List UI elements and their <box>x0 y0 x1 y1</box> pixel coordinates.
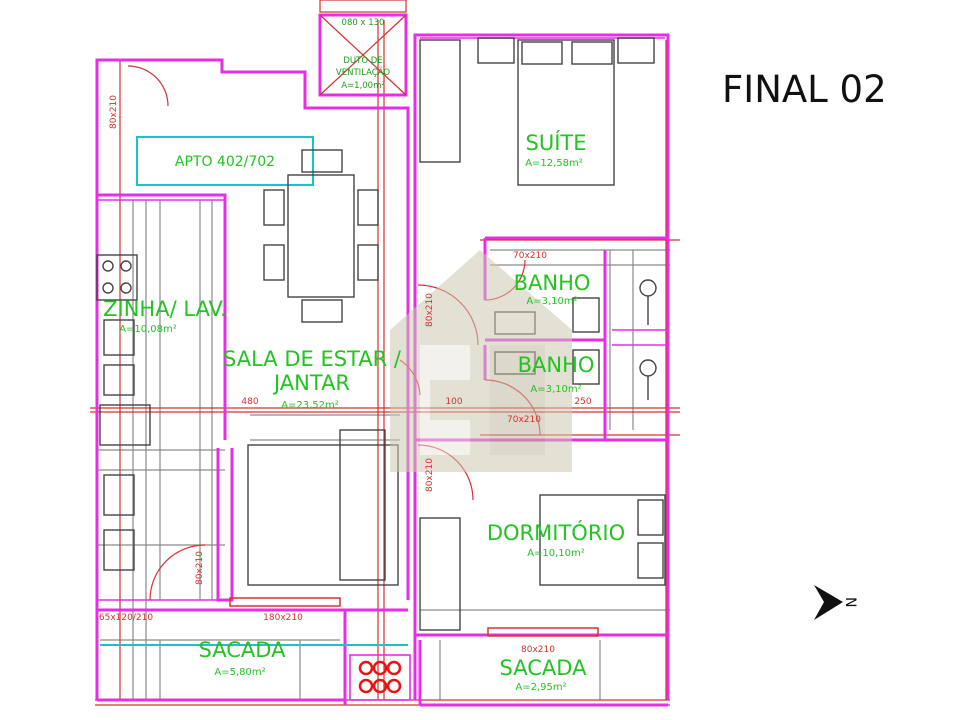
sala-name-line1: SALA DE ESTAR / <box>223 347 402 371</box>
sacada2-name: SACADA <box>500 656 588 680</box>
hall-dim-a: 480 <box>241 397 258 407</box>
suite-bed <box>517 39 615 186</box>
door-suite-bath-dim: 70x210 <box>513 251 547 261</box>
duct-line2: VENTILAÇÃO <box>336 67 390 78</box>
room-labels: SUÍTE A=12,58m² BANHO A=3,10m² BANHO A=3… <box>103 130 625 693</box>
sala-name-line2: JANTAR <box>272 371 350 395</box>
dining-table <box>287 174 355 298</box>
duct-area: A=1,00m² <box>341 81 385 91</box>
banho2-name: BANHO <box>518 353 595 377</box>
dormitorio-area: A=10,10m² <box>527 548 585 559</box>
planter-circles <box>358 660 402 694</box>
cozinha-area: A=10,08m² <box>119 324 177 335</box>
toilet-1 <box>572 297 600 333</box>
sacada1-area: A=5,80m² <box>214 667 265 678</box>
door-hall-2-dim: 80x210 <box>425 458 435 492</box>
sacada1-name: SACADA <box>199 638 287 662</box>
cooktop <box>96 254 138 301</box>
sala-area: A=23,52m² <box>281 400 339 411</box>
unit-label: APTO 402/702 <box>175 154 275 170</box>
duct-cross <box>319 14 407 96</box>
sofa <box>339 429 386 581</box>
hall-dim-b: 100 <box>445 397 462 407</box>
railings <box>100 136 408 646</box>
hall-dim-c: 250 <box>574 397 591 407</box>
suite-name: SUÍTE <box>526 130 587 155</box>
duct-line1: DUTO DE <box>343 56 382 66</box>
kitchen-sink <box>103 319 135 356</box>
banho1-name: BANHO <box>514 271 591 295</box>
door-entry-dim: 80x210 <box>109 95 119 129</box>
furniture <box>96 37 666 701</box>
sacada2-area: A=2,95m² <box>515 682 566 693</box>
north-arrow-icon <box>814 585 843 620</box>
door-kitchen-dim: 80x210 <box>195 551 205 585</box>
dormitorio-name: DORMITÓRIO <box>487 520 625 545</box>
windows <box>229 0 599 637</box>
window-sacada1-dim: 180x210 <box>263 613 303 623</box>
door-bath2-dim: 70x210 <box>507 415 541 425</box>
cozinha-name: ZINHA/ LAV. <box>103 297 227 321</box>
duct-labels: 080 x 130 DUTO DE VENTILAÇÃO A=1,00m² <box>336 18 390 91</box>
north-arrow: N <box>814 585 858 620</box>
page-title: FINAL 02 <box>722 68 887 111</box>
window-sacada1b-dim: 65x120/210 <box>99 613 153 623</box>
banho1-area: A=3,10m² <box>526 296 577 307</box>
watermark-logo <box>390 250 572 472</box>
dormitorio-bed <box>539 494 666 586</box>
window-sacada2-dim: 80x210 <box>521 645 555 655</box>
north-label: N <box>842 597 858 607</box>
banho2-area: A=3,10m² <box>530 384 581 395</box>
dimension-labels: 80x210 80x210 80x210 80x210 70x210 70x21… <box>99 95 592 655</box>
grid-lines <box>97 200 670 700</box>
toilet-2 <box>572 349 600 385</box>
dimension-lines <box>90 20 680 706</box>
duct-dim: 080 x 130 <box>342 18 385 28</box>
suite-area: A=12,58m² <box>525 158 583 169</box>
door-hall-1-dim: 80x210 <box>425 293 435 327</box>
